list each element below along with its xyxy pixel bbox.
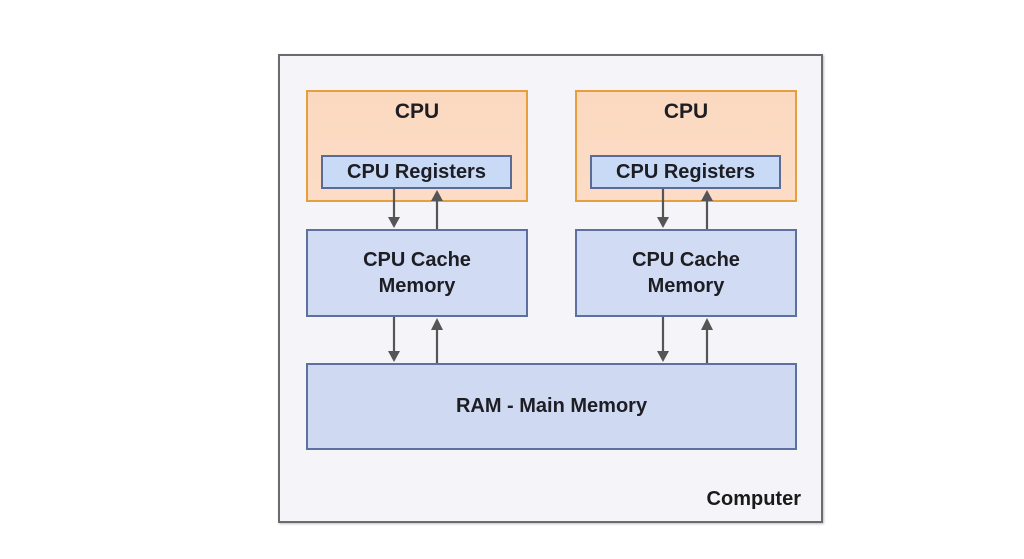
cpu-registers-2-label: CPU Registers bbox=[616, 161, 755, 183]
ram-main-memory: RAM - Main Memory bbox=[306, 363, 797, 450]
cpu-1-label: CPU bbox=[394, 100, 440, 123]
cpu-cache-1: CPU Cache Memory bbox=[306, 229, 528, 317]
cpu-cache-2-label-line1: CPU Cache bbox=[632, 249, 740, 271]
cpu-2-label: CPU bbox=[663, 100, 709, 123]
cpu-cache-1-label-line1: CPU Cache bbox=[363, 249, 471, 271]
ram-main-memory-label: RAM - Main Memory bbox=[455, 395, 648, 417]
cpu-cache-2: CPU Cache Memory bbox=[575, 229, 797, 317]
computer-label: Computer bbox=[706, 488, 801, 510]
cpu-registers-1-label: CPU Registers bbox=[347, 161, 486, 183]
cpu-registers-2: CPU Registers bbox=[590, 155, 781, 189]
cpu-cache-1-label-line2: Memory bbox=[378, 275, 456, 297]
cpu-cache-2-label-line2: Memory bbox=[647, 275, 725, 297]
cpu-registers-1: CPU Registers bbox=[321, 155, 512, 189]
